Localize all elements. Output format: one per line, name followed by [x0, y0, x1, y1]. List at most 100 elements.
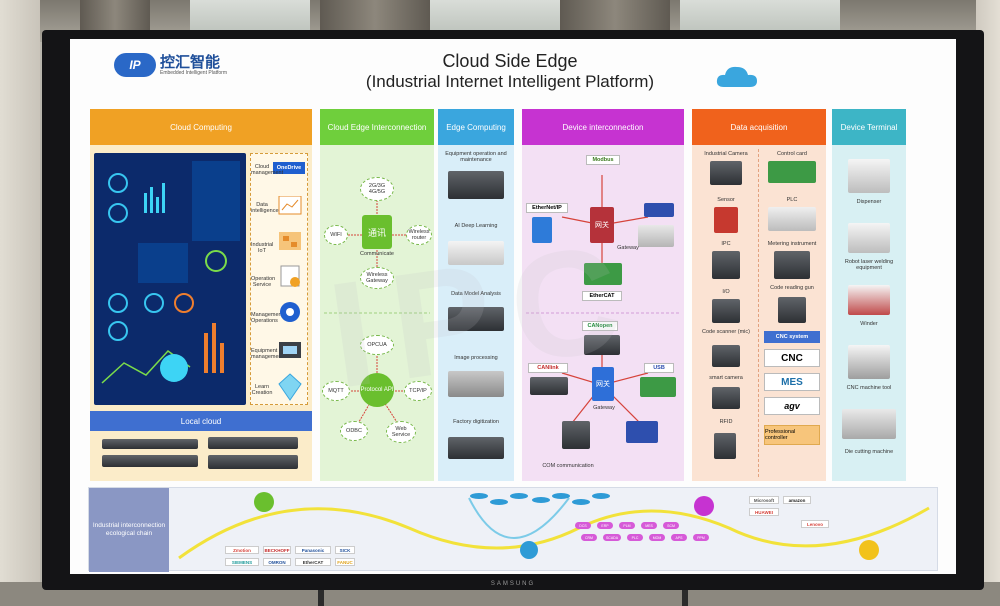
gateway-bottom-label: Gateway: [593, 405, 615, 411]
acq-control-card-img: [768, 161, 816, 183]
acq-ipc-img: [712, 251, 740, 279]
acq-mes-logo: MES: [764, 373, 820, 391]
edge-interconnection-header: Cloud Edge Interconnection: [320, 109, 434, 145]
node-wireless-gateway: Wireless Gateway: [360, 267, 394, 289]
brand-sick: SICK: [335, 546, 355, 554]
acq-io: I/O: [722, 289, 730, 295]
device-terminal-header: Device Terminal: [832, 109, 906, 145]
acq-cnc-system: CNC system: [764, 331, 820, 343]
display-monitor: SAMSUNG IP 控汇智能 Embedded Intelligent Pla…: [42, 30, 984, 590]
edge-device-5: [448, 437, 504, 459]
stand-leg-left: [318, 584, 324, 606]
pill-dcs: DCS: [575, 522, 591, 529]
server-rack-4: [208, 455, 298, 469]
brand-fanuc: FANUC: [335, 558, 355, 566]
edge-item-data-model: Data Model Analysis: [451, 291, 501, 297]
node-tcpip: TCP/IP: [404, 381, 432, 401]
pill-scm: SCM: [663, 522, 679, 529]
brand-huawei: HUAWEI: [749, 508, 779, 516]
pill-ppm: PPM: [693, 534, 709, 541]
column-device-terminal: Device Terminal Dispenser Robot laser we…: [832, 109, 906, 481]
pill-mes: MES: [641, 522, 657, 529]
terminal-winder-img: [848, 285, 890, 315]
terminal-dispenser-img: [848, 159, 890, 193]
ecological-chain-label: Industrial interconnection ecological ch…: [89, 488, 169, 572]
terminal-cnc-img: [848, 345, 890, 379]
acq-sensor: Sensor: [717, 197, 735, 203]
stand-leg-right: [682, 584, 688, 606]
page-title: Cloud Side Edge (Industrial Internet Int…: [310, 51, 710, 92]
onedrive-badge: OneDrive: [273, 162, 305, 174]
company-logo: IP 控汇智能 Embedded Intelligent Platform: [114, 53, 227, 77]
service-icons: [278, 196, 302, 401]
pill-mom: MOM: [649, 534, 665, 541]
column-cloud-computing: Cloud Computing: [90, 109, 312, 481]
edge-device-2: [448, 241, 504, 265]
brand-lenovo: Lenovo: [801, 520, 829, 528]
cloud-icon: [716, 66, 757, 87]
logo-badge: IP: [114, 53, 156, 77]
module-can: [530, 377, 568, 395]
edge-device-3: [448, 307, 504, 331]
edge-computing-header: Edge Computing: [438, 109, 514, 145]
module-green-board: [584, 263, 622, 285]
terminal-die-cutting-img: [842, 409, 896, 439]
protocol-ethernet-ip: EtherNet/IP: [526, 203, 568, 213]
edge-item-ai: AI Deep Learning: [454, 223, 498, 229]
brand-beckhoff: BECKHOFF: [263, 546, 291, 554]
cloud-computing-header: Cloud Computing: [90, 109, 312, 145]
server-rack-1: [102, 439, 198, 449]
service-data-intelligence: Data intelligence: [251, 202, 279, 214]
brand-omron: OMRON: [263, 558, 291, 566]
protocol-canlink: CANlink: [528, 363, 568, 373]
acq-plc: PLC: [786, 197, 798, 203]
node-mqtt: MQTT: [322, 381, 350, 401]
title-line-1: Cloud Side Edge: [442, 51, 578, 71]
module-hmi: [584, 335, 620, 355]
pill-aps: APS: [671, 534, 687, 541]
edge-item-image: Image processing: [454, 355, 498, 361]
module-rack: [644, 203, 674, 217]
node-odbc: ODBC: [340, 421, 368, 441]
acq-rfid: RFID: [719, 419, 733, 425]
device-interconnection-header: Device interconnection: [522, 109, 684, 145]
brand-zmotion: Zmotion: [225, 546, 259, 554]
communicate-hub: 通讯: [362, 215, 392, 249]
brand-panasonic: Panasonic: [295, 546, 331, 554]
monitor-brand: SAMSUNG: [490, 581, 536, 587]
protocol-canopen: CANopen: [582, 321, 618, 331]
acq-rfid-img: [714, 433, 736, 459]
communicate-label: Communicate: [360, 251, 394, 257]
acq-smart-camera: smart camera: [709, 375, 743, 381]
terminal-cnc-machine: CNC machine tool: [846, 385, 892, 391]
node-cellular: 2G/3G 4G/5G: [360, 177, 394, 201]
protocol-modbus: Modbus: [586, 155, 620, 165]
terminal-winder: Winder: [860, 321, 878, 327]
module-usb-board: [640, 377, 676, 397]
acq-code-gun: Code reading gun: [770, 285, 814, 291]
gateway-bottom: 网关: [592, 367, 614, 401]
screen: IP 控汇智能 Embedded Intelligent Platform Cl…: [70, 39, 956, 574]
acq-agv-logo: agv: [764, 397, 820, 415]
protocol-usb: USB: [644, 363, 674, 373]
pill-plm: PLM: [619, 522, 635, 529]
local-cloud-header: Local cloud: [90, 411, 312, 431]
dashboard-screen: [94, 153, 246, 405]
data-acquisition-header: Data acquisition: [692, 109, 826, 145]
node-opcua: OPCUA: [360, 335, 394, 355]
acq-sensor-img: [714, 207, 738, 233]
terminal-welding: Robot laser welding equipment: [844, 259, 894, 271]
server-rack-2: [102, 455, 198, 467]
acq-industrial-camera: Industrial Camera: [704, 151, 748, 157]
module-io: [626, 421, 658, 443]
edge-item-maintenance: Equipment operation and maintenance: [445, 151, 507, 163]
com-communication-label: COM communication: [542, 463, 594, 469]
brand-amazon: amazon: [783, 496, 811, 504]
server-rack-3: [208, 437, 298, 449]
node-web-service: Web Service: [386, 421, 416, 443]
gateway-top-label: Gateway: [617, 245, 639, 251]
service-equipment-management: Equipment management: [251, 348, 284, 360]
terminal-welding-img: [848, 223, 890, 253]
pill-plc: PLC: [627, 534, 643, 541]
acq-code-gun-img: [778, 297, 806, 323]
